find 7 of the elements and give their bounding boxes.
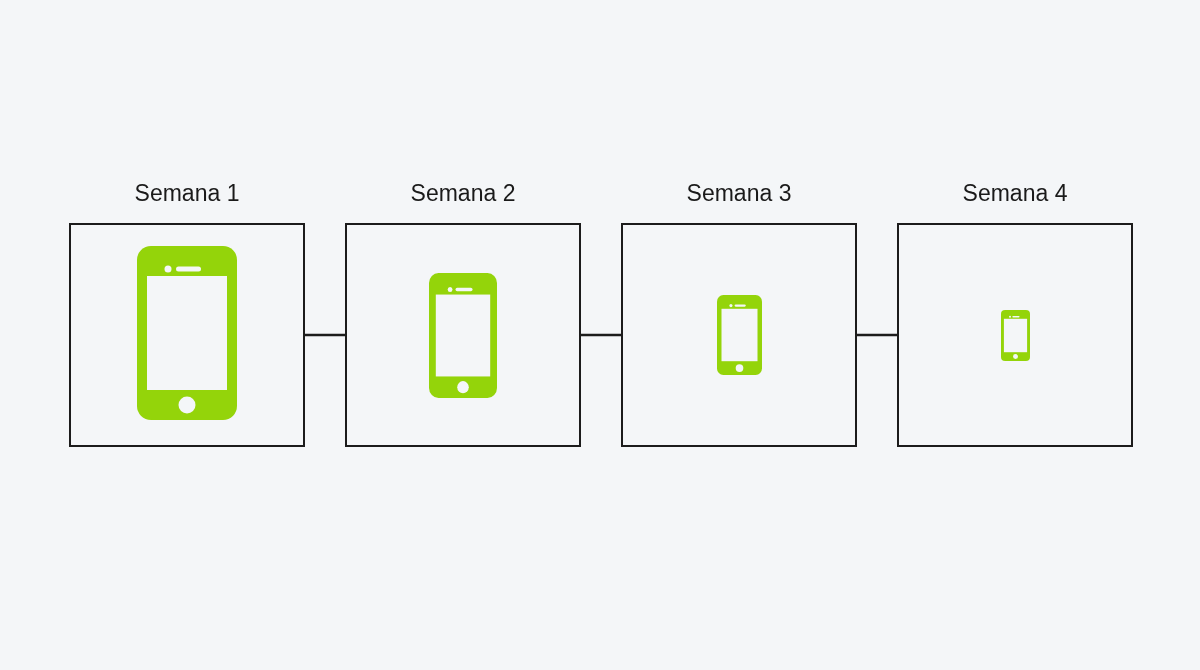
week-heading: Semana 3: [686, 179, 792, 207]
connector-line: [305, 333, 345, 337]
week-heading: Semana 1: [134, 179, 240, 207]
week-heading: Semana 2: [410, 179, 516, 207]
week-heading: Semana 4: [962, 179, 1068, 207]
connector-line: [857, 333, 897, 337]
connector-line: [581, 333, 621, 337]
